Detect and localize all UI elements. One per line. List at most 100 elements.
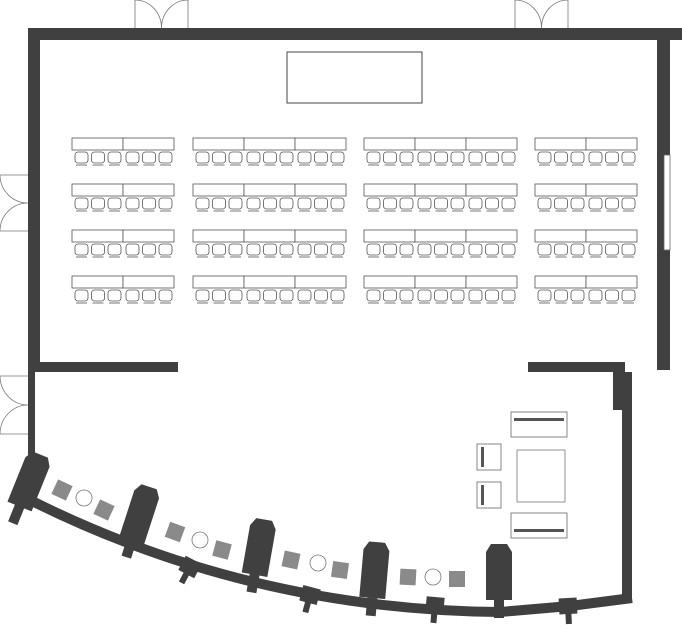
chair: [554, 197, 568, 210]
lounge-area: [476, 411, 568, 539]
pillar-shape: [486, 544, 512, 618]
table: [363, 275, 416, 289]
armchair: [476, 481, 502, 509]
table: [243, 183, 296, 197]
chair: [621, 243, 636, 256]
pillar-shape: [7, 451, 50, 526]
pillar-shape: [119, 484, 160, 559]
chair: [279, 197, 294, 210]
table: [414, 229, 467, 243]
chair: [366, 243, 381, 256]
chair: [246, 151, 261, 164]
chair: [468, 197, 483, 210]
table: [465, 229, 518, 243]
sofa-back: [514, 418, 564, 421]
chair: [417, 197, 432, 210]
pillar: [359, 541, 390, 617]
chair: [434, 197, 448, 210]
chair: [383, 289, 397, 302]
chair: [383, 243, 397, 256]
chair: [417, 243, 432, 256]
table: [122, 137, 175, 151]
chair: [621, 197, 636, 210]
table: [122, 275, 175, 289]
chair: [107, 289, 122, 302]
bistro-chair: [212, 540, 232, 560]
post: [178, 555, 202, 585]
chair: [297, 197, 312, 210]
table: [122, 183, 175, 197]
chair: [246, 197, 261, 210]
chair: [279, 243, 294, 256]
armchair-back: [481, 485, 484, 505]
table: [585, 275, 638, 289]
chair: [314, 243, 328, 256]
curved-wall: [27, 495, 633, 618]
table: [192, 183, 245, 197]
pillar: [7, 451, 50, 526]
bistro-chair: [164, 521, 186, 543]
chair: [279, 151, 294, 164]
chair: [158, 197, 173, 210]
chair: [501, 289, 516, 302]
bistro-chair: [399, 568, 417, 586]
chair: [485, 243, 499, 256]
doors: [0, 0, 569, 435]
post-shape: [178, 555, 202, 585]
door: [0, 375, 29, 435]
chair: [588, 243, 603, 256]
chair: [314, 151, 328, 164]
wall-segment: [28, 362, 178, 372]
chair: [228, 289, 243, 302]
curved-facade: [7, 451, 633, 625]
chair: [107, 197, 122, 210]
table: [414, 275, 467, 289]
chair: [450, 197, 465, 210]
chair: [554, 151, 568, 164]
chair: [158, 151, 173, 164]
armchair-back: [481, 447, 484, 467]
wall-segment: [28, 28, 682, 40]
table: [71, 137, 124, 151]
chair: [621, 151, 636, 164]
chair: [537, 243, 552, 256]
chair: [142, 197, 156, 210]
chair: [158, 243, 173, 256]
chair: [434, 289, 448, 302]
chair: [501, 243, 516, 256]
table: [294, 229, 347, 243]
chair: [74, 243, 89, 256]
wall-segment: [28, 372, 35, 457]
chair: [142, 243, 156, 256]
chair: [537, 197, 552, 210]
chair: [399, 197, 414, 210]
chair: [74, 151, 89, 164]
wall-segment: [622, 372, 632, 602]
post: [299, 584, 321, 614]
chair: [279, 289, 294, 302]
chair: [195, 151, 210, 164]
pillar-shape: [359, 541, 390, 617]
bistro-chair: [51, 479, 73, 501]
chair: [297, 243, 312, 256]
chair: [228, 151, 243, 164]
chair: [107, 151, 122, 164]
chair: [125, 289, 140, 302]
chair: [605, 197, 619, 210]
chair: [314, 197, 328, 210]
chair: [554, 243, 568, 256]
chair: [297, 289, 312, 302]
chair: [228, 197, 243, 210]
chair: [330, 197, 345, 210]
table: [294, 137, 347, 151]
chair: [195, 289, 210, 302]
chair: [246, 243, 261, 256]
chair: [554, 289, 568, 302]
table: [465, 275, 518, 289]
door: [0, 174, 29, 232]
chair: [417, 151, 432, 164]
pillar-shape: [241, 518, 276, 594]
table: [363, 229, 416, 243]
chair: [485, 151, 499, 164]
table: [71, 183, 124, 197]
